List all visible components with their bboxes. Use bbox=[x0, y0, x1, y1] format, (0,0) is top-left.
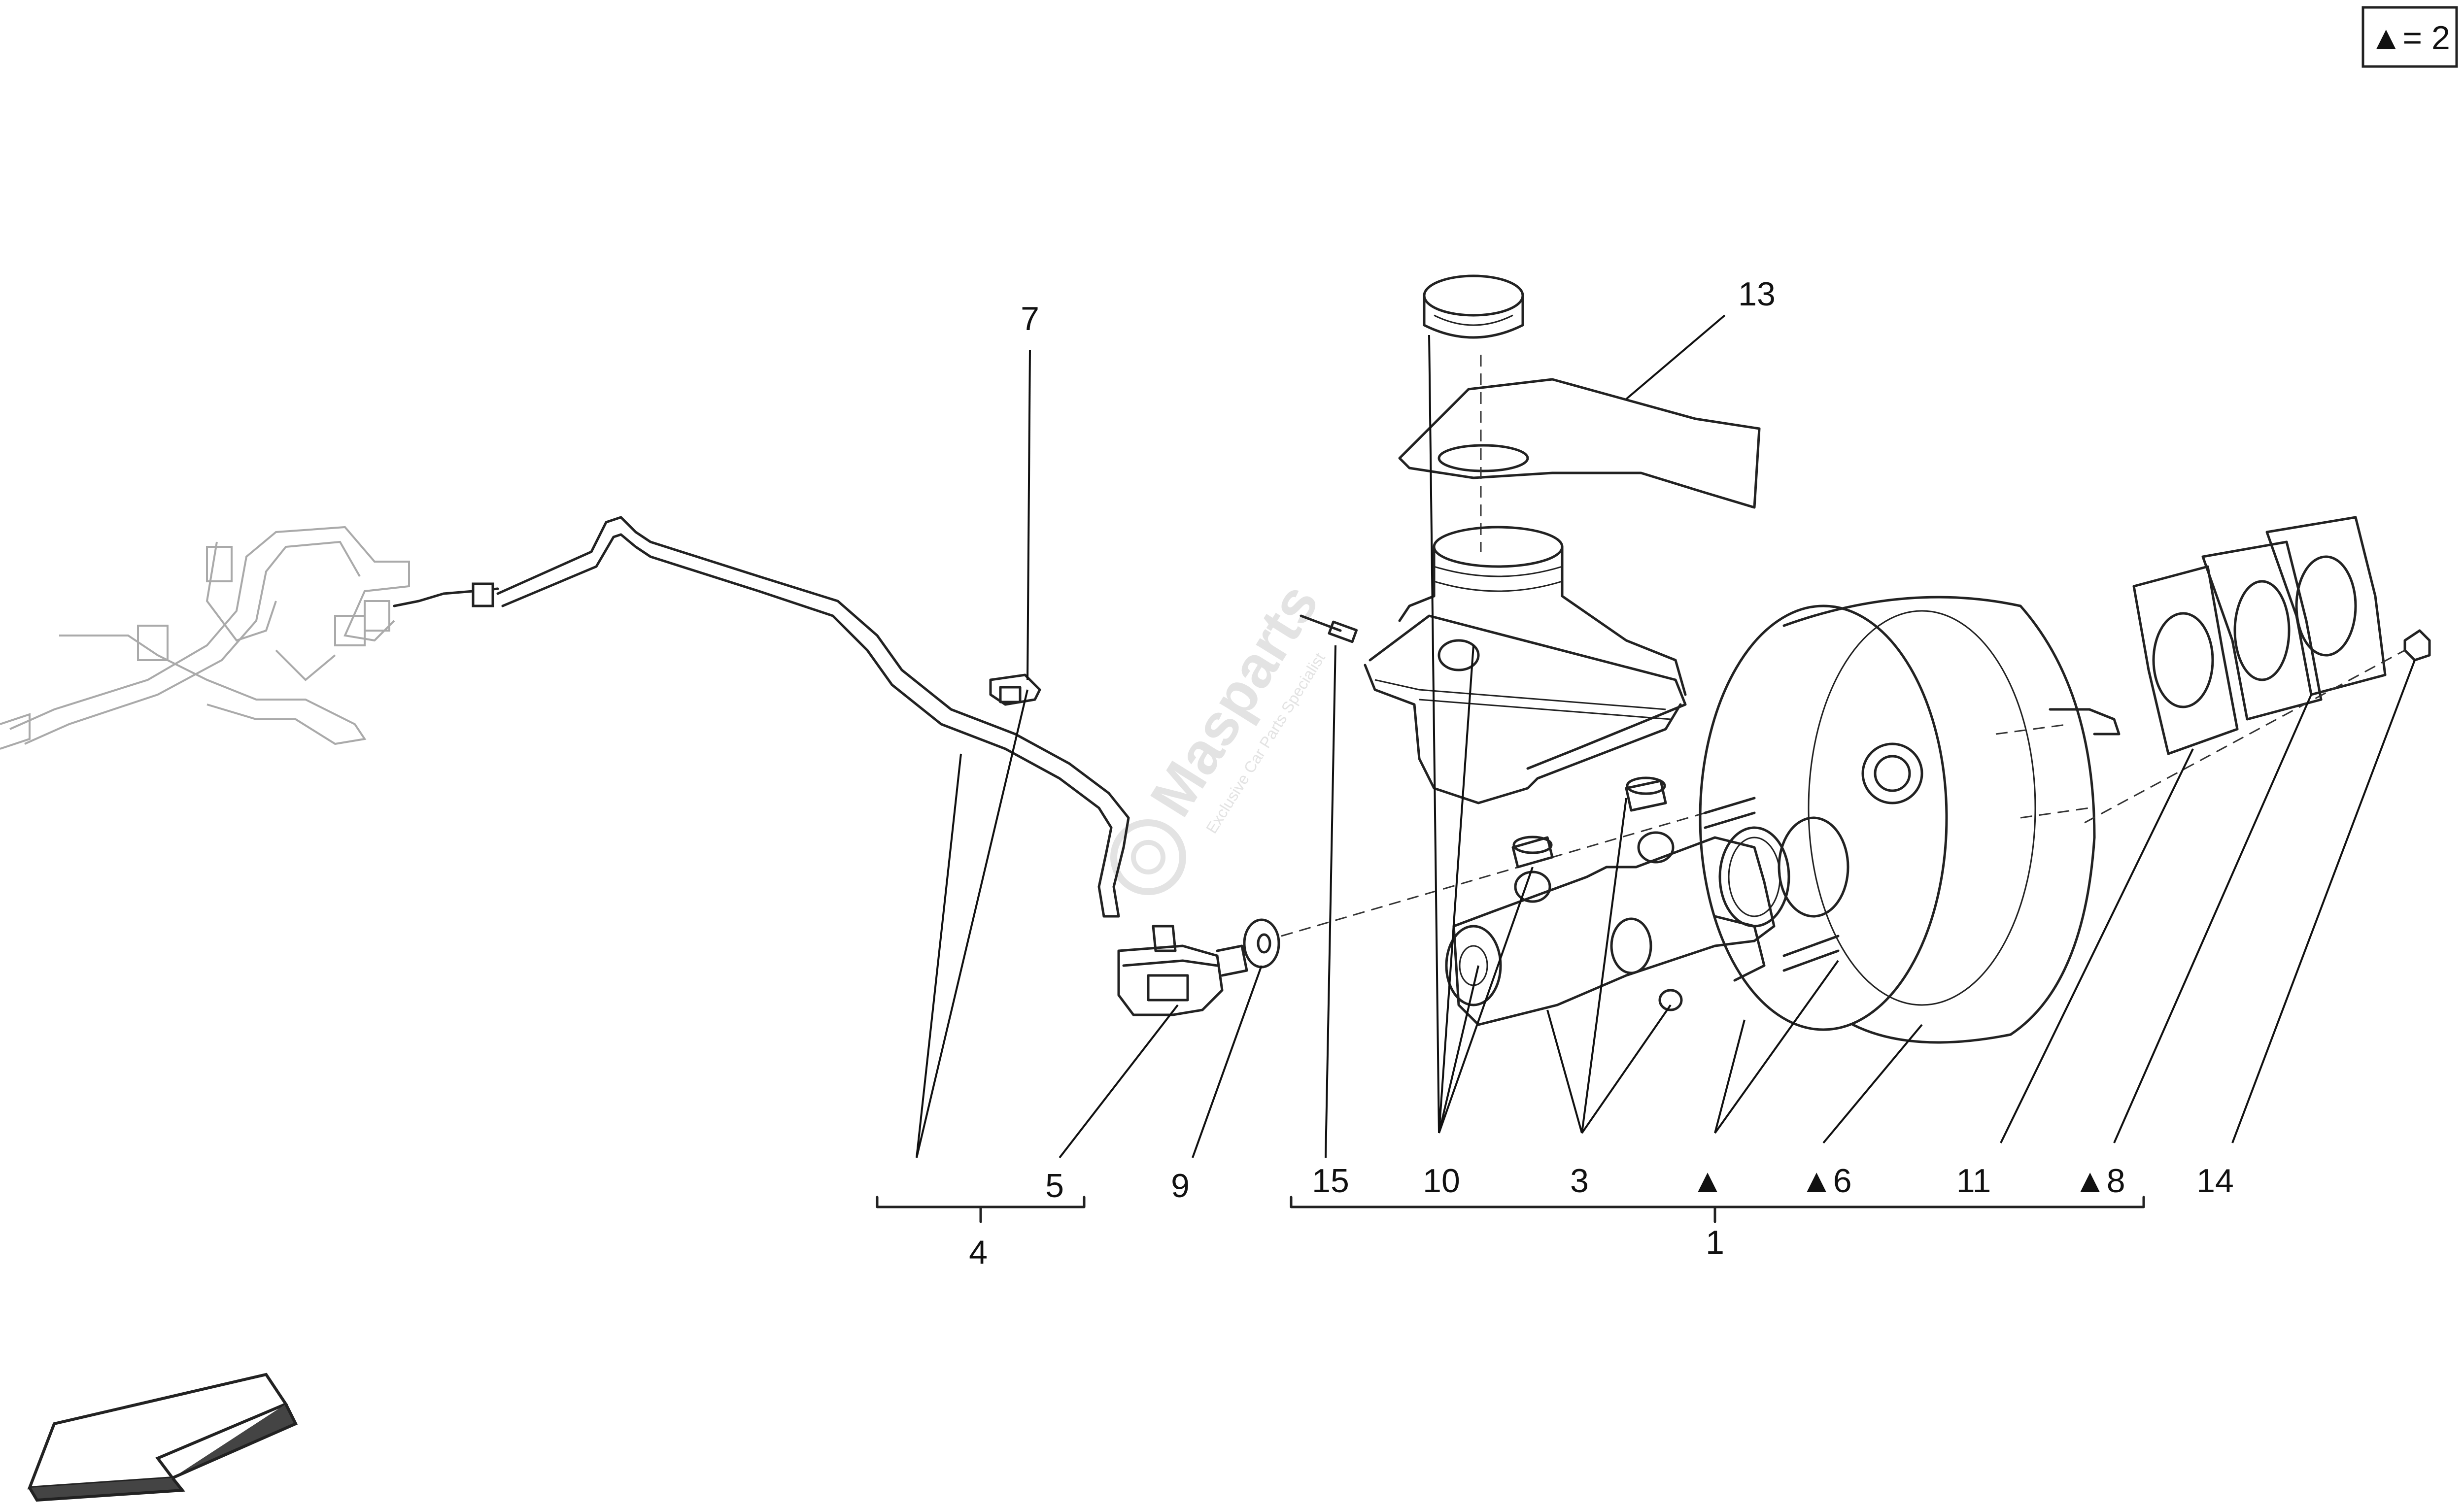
callout-9: 9 bbox=[1171, 1167, 1190, 1205]
callout-5: 5 bbox=[1045, 1167, 1064, 1205]
vacuum-hose bbox=[393, 516, 1130, 918]
ghost-piping bbox=[0, 526, 410, 750]
grommets-part-3 bbox=[1511, 776, 1667, 869]
callout-11: 11 bbox=[1956, 1162, 1991, 1200]
reservoir-cap-part-10 bbox=[1423, 274, 1524, 339]
callout-8: ▲8 bbox=[2073, 1162, 2125, 1200]
masparts-watermark: Masparts Exclusive Car Parts Specialist bbox=[1110, 572, 1331, 895]
group-brace-4 bbox=[876, 1196, 1086, 1223]
callout-14: 14 bbox=[2196, 1162, 2234, 1200]
legend-text: ▲= 2 bbox=[2369, 19, 2450, 57]
callout-6: ▲6 bbox=[1800, 1162, 1851, 1200]
callout-1: 1 bbox=[1706, 1224, 1724, 1261]
leader-lines bbox=[916, 314, 2416, 1159]
callout-13: 13 bbox=[1738, 275, 1776, 313]
hose-clamp bbox=[472, 582, 494, 607]
callout-4: 4 bbox=[969, 1234, 988, 1271]
callout-10: 10 bbox=[1423, 1162, 1460, 1200]
group-brace-1 bbox=[1290, 1196, 2145, 1223]
legend-box: ▲= 2 bbox=[2361, 6, 2458, 68]
booster-plate-part-8a bbox=[2201, 540, 2323, 721]
pressure-sensor-part-5 bbox=[1117, 925, 1248, 1016]
callout-7: 7 bbox=[1021, 300, 1039, 337]
fluid-reservoir-part-10 bbox=[1364, 526, 1687, 804]
mounting-nut-part-14 bbox=[2403, 629, 2431, 662]
heat-shield-part-13 bbox=[1398, 378, 1761, 509]
booster-plate-part-8b bbox=[2265, 516, 2387, 696]
sensor-pin-part-15 bbox=[1300, 614, 1358, 643]
axis-line-sensor bbox=[1281, 812, 1706, 937]
axis-line-booster bbox=[2084, 649, 2405, 824]
booster-gasket-part-11 bbox=[2132, 565, 2239, 755]
booster-studs bbox=[1704, 797, 1840, 972]
callout-15: 15 bbox=[1312, 1162, 1349, 1200]
orientation-arrow-icon bbox=[27, 1373, 298, 1502]
hose-clip-part-7 bbox=[989, 673, 1041, 706]
brake-booster-part-1 bbox=[1699, 596, 2121, 1044]
callout-triangle: ▲ bbox=[1691, 1162, 1724, 1200]
master-cylinder bbox=[1445, 831, 1776, 1026]
callout-3: 3 bbox=[1570, 1162, 1589, 1200]
seal-washer-part-9 bbox=[1243, 918, 1280, 969]
